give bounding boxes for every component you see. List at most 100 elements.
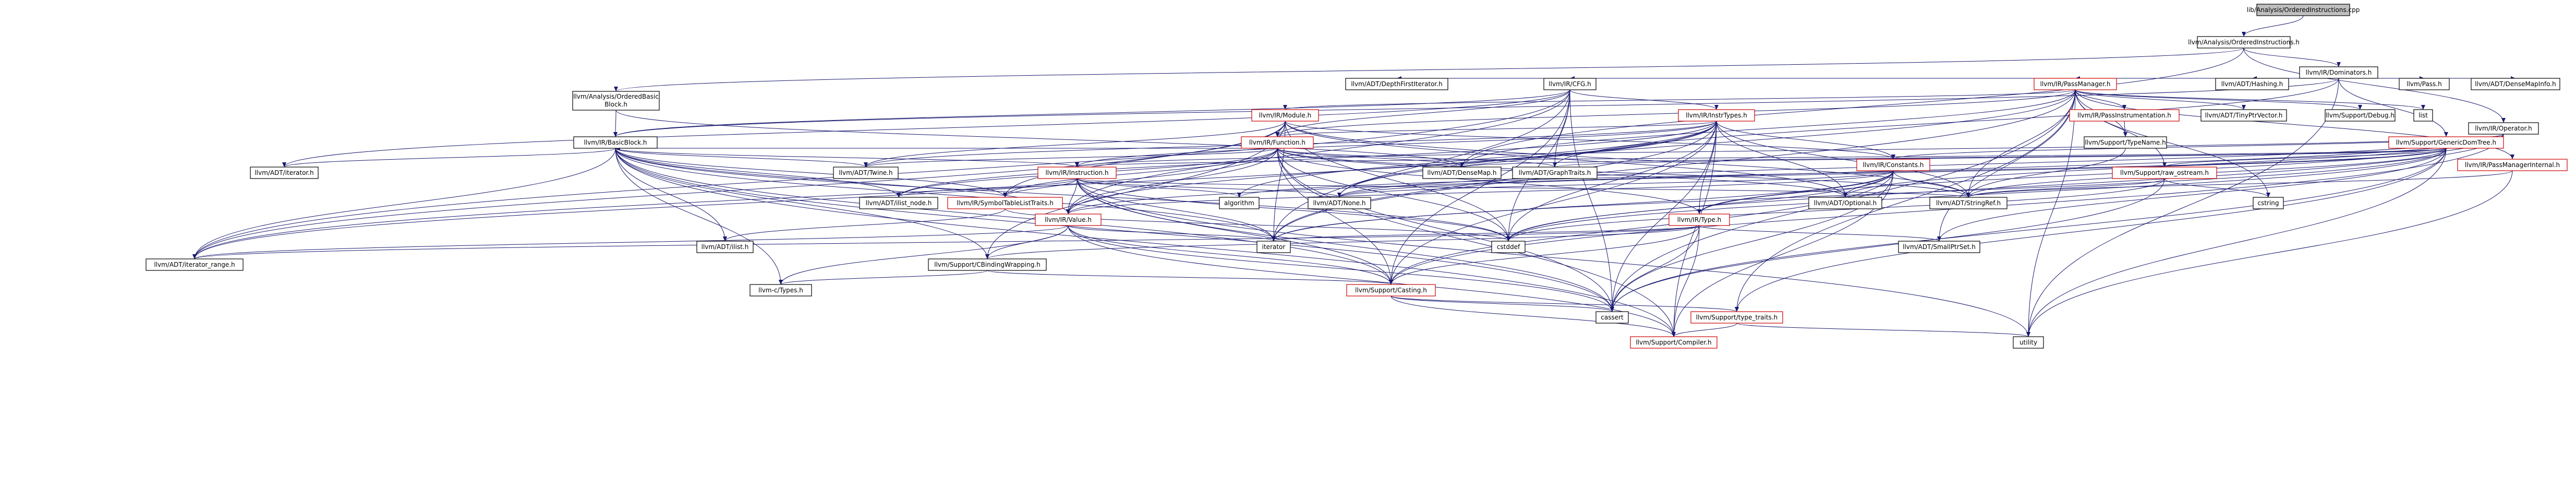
- node-ilist-node-h[interactable]: llvm/ADT/ilist_node.h: [859, 197, 938, 209]
- node-utility[interactable]: utility: [2013, 336, 2044, 349]
- svg-text:llvm/Support/raw_ostream.h: llvm/Support/raw_ostream.h: [2120, 169, 2209, 176]
- node-ordered-instructions-cpp[interactable]: lib/Analysis/OrderedInstructions.cpp: [2247, 4, 2360, 16]
- node-optional-h[interactable]: llvm/ADT/Optional.h: [1808, 197, 1882, 209]
- node-pass-manager-internal-h[interactable]: llvm/IR/PassManagerInternal.h: [2457, 159, 2568, 171]
- node-c-binding-wrapping-h[interactable]: llvm/Support/CBindingWrapping.h: [928, 258, 1047, 271]
- edge-constants_h-to-stringref_h: [1893, 170, 1970, 198]
- edge-function_h-to-symtablelisttraits_h: [1003, 148, 1278, 198]
- node-small-ptr-set-h[interactable]: llvm/ADT/SmallPtrSet.h: [1898, 241, 1980, 253]
- node-symbol-table-list-traits-h[interactable]: llvm/IR/SymbolTableListTraits.h: [947, 197, 1063, 209]
- node-list[interactable]: list: [2413, 109, 2433, 122]
- node-pass-instrumentation-h[interactable]: llvm/IR/PassInstrumentation.h: [2069, 109, 2180, 122]
- edge-passmanager_h-to-function_h: [1275, 89, 2076, 137]
- edge-basicblock_h-to-casting_h: [615, 148, 1393, 285]
- edge-type_h-to-cassert: [1610, 225, 1700, 312]
- edge-operator_h-to-casting_h: [1389, 134, 2504, 285]
- svg-text:llvm/ADT/iterator.h: llvm/ADT/iterator.h: [255, 169, 313, 176]
- edge-basicblock_h-to-cassert: [615, 148, 1614, 312]
- node-value-h[interactable]: llvm/IR/Value.h: [1035, 214, 1102, 226]
- node-instr-types-h[interactable]: llvm/IR/InstrTypes.h: [1678, 109, 1755, 122]
- node-graph-traits-h[interactable]: llvm/ADT/GraphTraits.h: [1512, 167, 1598, 179]
- svg-text:llvm/ADT/Twine.h: llvm/ADT/Twine.h: [839, 169, 892, 176]
- node-twine-h[interactable]: llvm/ADT/Twine.h: [833, 167, 899, 179]
- node-tiny-ptr-vector-h[interactable]: llvm/ADT/TinyPtrVector.h: [2200, 109, 2287, 122]
- edge-orderedinstr_h-to-dominators_h: [2243, 48, 2341, 67]
- edge-module_h-to-symtablelisttraits_h: [1003, 121, 1286, 198]
- node-casting-h[interactable]: llvm/Support/Casting.h: [1346, 284, 1436, 297]
- edge-passmanagerinternal_h-to-utility: [2026, 170, 2513, 337]
- edge-function_h-to-iterator_range_h: [192, 148, 1278, 259]
- node-string-ref-h[interactable]: llvm/ADT/StringRef.h: [1929, 197, 2007, 209]
- node-pass-h[interactable]: llvm/Pass.h: [2399, 78, 2450, 90]
- svg-text:llvm/Support/CBindingWrapping.: llvm/Support/CBindingWrapping.h: [934, 261, 1041, 268]
- node-ilist-h[interactable]: llvm/ADT/ilist.h: [696, 241, 754, 253]
- svg-text:llvm/IR/CFG.h: llvm/IR/CFG.h: [1549, 80, 1591, 88]
- svg-text:llvm/IR/PassManagerInternal.h: llvm/IR/PassManagerInternal.h: [2465, 161, 2560, 169]
- node-none-h[interactable]: llvm/ADT/None.h: [1308, 197, 1371, 209]
- svg-text:llvm/Support/Compiler.h: llvm/Support/Compiler.h: [1636, 339, 1711, 346]
- node-compiler-h[interactable]: llvm/Support/Compiler.h: [1630, 336, 1718, 349]
- node-dense-map-h[interactable]: llvm/ADT/DenseMap.h: [1422, 167, 1502, 179]
- node-hashing-h[interactable]: llvm/ADT/Hashing.h: [2215, 78, 2289, 90]
- edge-instruction_h-to-symtablelisttraits_h: [1003, 178, 1078, 198]
- edge-instruction_h-to-cassert: [1077, 178, 1614, 312]
- node-cfg-h[interactable]: llvm/IR/CFG.h: [1543, 78, 1597, 90]
- node-function-h[interactable]: llvm/IR/Function.h: [1241, 136, 1314, 149]
- node-cassert[interactable]: cassert: [1595, 311, 1629, 324]
- node-type-h[interactable]: llvm/IR/Type.h: [1668, 214, 1730, 226]
- svg-text:llvm/ADT/TinyPtrVector.h: llvm/ADT/TinyPtrVector.h: [2205, 112, 2283, 119]
- node-module-h[interactable]: llvm/IR/Module.h: [1251, 109, 1319, 122]
- edge-instruction_h-to-stringref_h: [1077, 178, 1970, 198]
- node-iterator[interactable]: iterator: [1256, 241, 1291, 253]
- edge-function_h-to-graphtraits_h: [1277, 148, 1557, 168]
- node-operator-h[interactable]: llvm/IR/Operator.h: [2468, 122, 2539, 135]
- node-debug-h[interactable]: llvm/Support/Debug.h: [2325, 109, 2396, 122]
- svg-text:llvm/IR/Operator.h: llvm/IR/Operator.h: [2475, 125, 2532, 132]
- node-adt-iterator-h[interactable]: llvm/ADT/iterator.h: [250, 167, 319, 179]
- edge-passmanager_h-to-stringref_h: [1966, 89, 2076, 198]
- node-dominators-h[interactable]: llvm/IR/Dominators.h: [2299, 66, 2378, 79]
- edge-orderedinstr_h-to-orderedbb_h: [614, 48, 2244, 92]
- node-cstring[interactable]: cstring: [2253, 197, 2284, 209]
- node-algorithm[interactable]: algorithm: [1219, 197, 1260, 209]
- svg-text:llvm/IR/Instruction.h: llvm/IR/Instruction.h: [1045, 169, 1108, 176]
- node-type-name-h[interactable]: llvm/Support/TypeName.h: [2084, 136, 2167, 149]
- node-generic-dom-tree-h[interactable]: llvm/Support/GenericDomTree.h: [2388, 136, 2504, 149]
- svg-text:llvm/ADT/iterator_range.h: llvm/ADT/iterator_range.h: [154, 261, 235, 268]
- edge-basicblock_h-to-ilist_h: [615, 148, 727, 242]
- node-llvm-c-types-h[interactable]: llvm-c/Types.h: [749, 284, 812, 297]
- edge-genericdomtree_h-to-smallptrset_h: [1937, 148, 2447, 242]
- node-type-traits-h[interactable]: llvm/Support/type_traits.h: [1690, 311, 1783, 324]
- svg-text:llvm/ADT/GraphTraits.h: llvm/ADT/GraphTraits.h: [1519, 169, 1591, 176]
- edge-instruction_h-to-none_h: [1077, 178, 1341, 198]
- edge-basicblock_h-to-twine_h: [615, 148, 868, 168]
- edge-constants_h-to-iterator: [1272, 170, 1894, 242]
- dependency-edges: [192, 15, 2515, 337]
- node-raw-ostream-h[interactable]: llvm/Support/raw_ostream.h: [2112, 167, 2217, 179]
- node-ordered-instructions-h[interactable]: llvm/Analysis/OrderedInstructions.h: [2188, 36, 2300, 49]
- node-iterator-range-h[interactable]: llvm/ADT/iterator_range.h: [146, 258, 244, 271]
- edge-instrtypes_h-to-ilist_node_h: [897, 121, 1717, 198]
- node-pass-manager-h[interactable]: llvm/IR/PassManager.h: [2034, 78, 2117, 90]
- edge-genericdomtree_h-to-algorithm: [1237, 148, 2447, 198]
- node-constants-h[interactable]: llvm/IR/Constants.h: [1856, 159, 1930, 171]
- edge-cfg_h-to-basicblock_h: [613, 89, 1570, 137]
- svg-text:llvm/IR/PassManager.h: llvm/IR/PassManager.h: [2040, 80, 2111, 88]
- node-instruction-h[interactable]: llvm/IR/Instruction.h: [1037, 167, 1117, 179]
- edge-type_h-to-casting_h: [1389, 225, 1700, 285]
- svg-text:llvm/IR/InstrTypes.h: llvm/IR/InstrTypes.h: [1686, 112, 1747, 119]
- svg-text:llvm/Support/GenericDomTree.h: llvm/Support/GenericDomTree.h: [2396, 139, 2496, 146]
- node-dense-map-info-h[interactable]: llvm/ADT/DenseMapInfo.h: [2471, 78, 2560, 90]
- node-basic-block-h[interactable]: llvm/IR/BasicBlock.h: [573, 136, 658, 149]
- edge-function_h-to-casting_h: [1277, 148, 1393, 285]
- node-cstddef[interactable]: cstddef: [1491, 241, 1526, 253]
- svg-text:llvm/ADT/StringRef.h: llvm/ADT/StringRef.h: [1936, 199, 2001, 207]
- edge-basicblock_h-to-iterator_h: [282, 148, 616, 168]
- edge-value_h-to-compiler_h: [1068, 225, 1676, 337]
- edge-instrtypes_h-to-function_h: [1275, 121, 1717, 137]
- node-depth-first-iterator-h[interactable]: llvm/ADT/DepthFirstIterator.h: [1345, 78, 1448, 90]
- svg-text:llvm/ADT/DepthFirstIterator.h: llvm/ADT/DepthFirstIterator.h: [1351, 80, 1442, 88]
- edge-basicblock_h-to-iterator: [615, 148, 1276, 242]
